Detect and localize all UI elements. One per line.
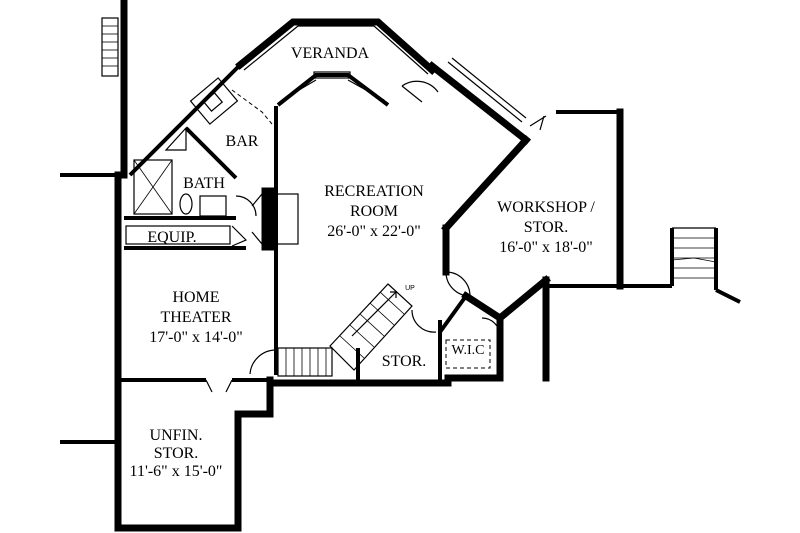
equip-label: EQUIP.: [147, 229, 196, 246]
recreation-room-size: 26'-0" x 22'-0": [327, 223, 420, 240]
recreation-workshop-walls: [427, 57, 547, 323]
bar-label: BAR: [226, 133, 259, 150]
theater-stair-walls: [118, 283, 501, 393]
recreation-room-name-2: ROOM: [350, 203, 398, 220]
unfin-stor-name-1: UNFIN.: [150, 427, 203, 444]
exterior-walls: [60, 0, 672, 532]
wic-label: W.I.C: [452, 343, 485, 358]
stor-label: STOR.: [382, 353, 427, 370]
exterior-stair-top-left: [101, 17, 119, 77]
workshop-size: 16'-0" x 18'-0": [499, 239, 592, 256]
workshop-name-1: WORKSHOP /: [497, 199, 595, 216]
workshop-name-2: STOR.: [524, 219, 569, 236]
home-theater-name-1: HOME: [172, 289, 219, 306]
bath-label: BATH: [183, 175, 225, 192]
exterior-stair-right: [670, 227, 741, 304]
bar-bath-walls: [124, 63, 299, 375]
home-theater-size: 17'-0" x 14'-0": [149, 329, 242, 346]
recreation-room-name-1: RECREATION: [324, 183, 424, 200]
veranda-label: VERANDA: [291, 45, 370, 62]
veranda-walls: [235, 18, 439, 107]
home-theater-name-2: THEATER: [160, 309, 231, 326]
unfin-stor-name-2: STOR.: [154, 445, 199, 462]
stair-up-label: UP: [405, 285, 415, 292]
unfin-stor-size: 11'-6" x 15'-0": [130, 463, 223, 480]
